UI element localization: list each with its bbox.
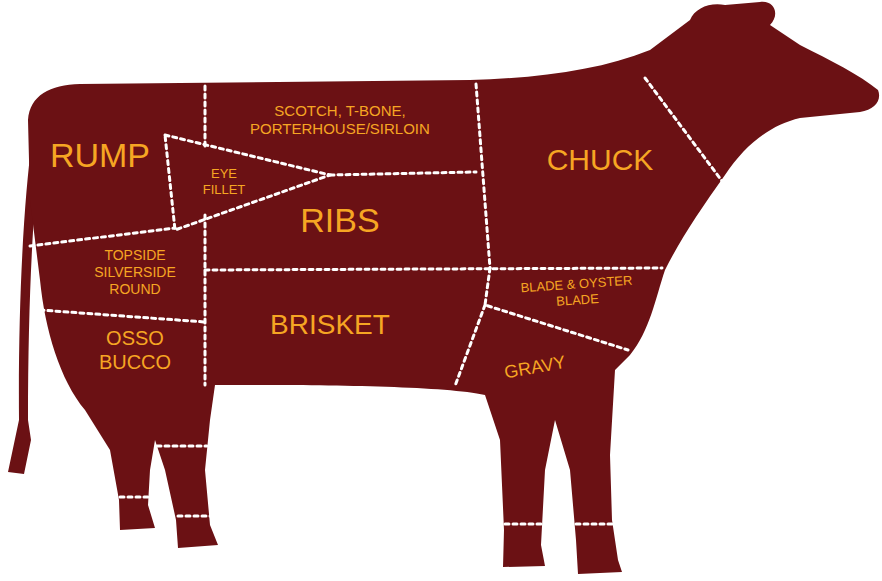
cut-label: SCOTCH, T-BONE, PORTERHOUSE/SIRLOIN	[220, 102, 460, 138]
cut-label: TOPSIDE SILVERSIDE ROUND	[80, 247, 190, 297]
cut-line	[455, 305, 485, 386]
cut-line	[30, 228, 175, 246]
cut-line	[204, 86, 207, 146]
cut-label: BRISKET	[240, 308, 420, 342]
cut-lines	[30, 78, 725, 524]
cut-label: CHUCK	[525, 142, 675, 178]
cut-line	[205, 268, 662, 270]
cut-line	[476, 84, 490, 268]
cut-line	[330, 172, 476, 175]
cow-body	[28, 2, 879, 574]
cut-label: OSSO BUCCO	[94, 326, 176, 374]
cut-line	[157, 445, 207, 448]
cut-label: RIBS	[265, 200, 415, 241]
cut-line	[645, 78, 725, 185]
cut-line	[178, 515, 212, 518]
cut-line	[120, 496, 151, 499]
cut-line	[576, 523, 613, 526]
cut-label: RUMP	[30, 135, 170, 176]
cut-line	[204, 215, 207, 385]
cut-line	[40, 310, 205, 322]
cut-line	[505, 523, 542, 526]
cut-label: EYE FILLET	[194, 166, 254, 197]
